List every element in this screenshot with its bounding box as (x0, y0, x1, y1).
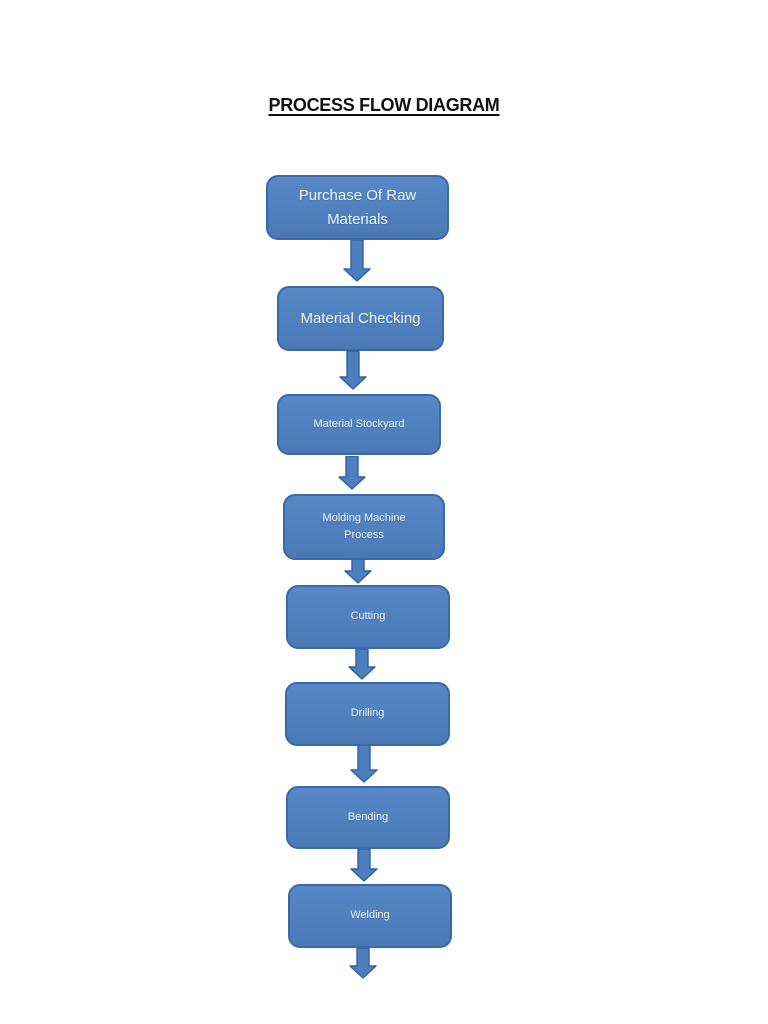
flow-step-box: Bending (286, 786, 450, 849)
page-title: PROCESS FLOW DIAGRAM (0, 95, 768, 116)
flow-step-box: Welding (288, 884, 452, 948)
flow-step-box: Material Stockyard (277, 394, 441, 455)
flow-step-box: Material Checking (277, 286, 444, 351)
flow-arrow-down-icon (349, 948, 377, 979)
flow-arrow-down-icon (339, 351, 367, 390)
flow-step-box: Cutting (286, 585, 450, 649)
flow-arrow-down-icon (344, 559, 372, 584)
flow-arrow-down-icon (348, 649, 376, 680)
flow-arrow-down-icon (338, 456, 366, 490)
flow-step-box: Molding Machine Process (283, 494, 445, 560)
flow-arrow-down-icon (350, 745, 378, 783)
flow-arrow-down-icon (343, 240, 371, 282)
flow-step-box: Drilling (285, 682, 450, 746)
flow-arrow-down-icon (350, 849, 378, 882)
page-title-text: PROCESS FLOW DIAGRAM (268, 95, 500, 115)
flow-step-box: Purchase Of Raw Materials (266, 175, 449, 240)
